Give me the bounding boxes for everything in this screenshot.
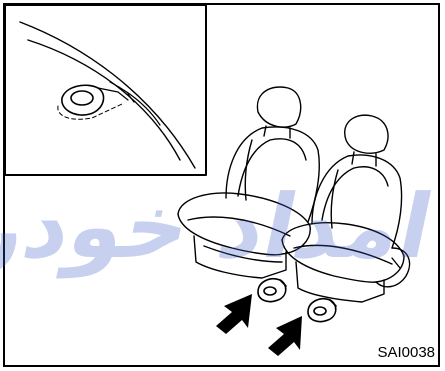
right-seat	[282, 115, 410, 302]
anchor-bracket-right-icon	[308, 299, 336, 322]
anchor-bracket-left-icon	[258, 279, 286, 302]
arrow-right-icon	[268, 316, 302, 356]
figure-code: SAI0038	[377, 344, 435, 361]
inset-detail	[5, 5, 206, 175]
arrow-left-icon	[216, 294, 252, 334]
